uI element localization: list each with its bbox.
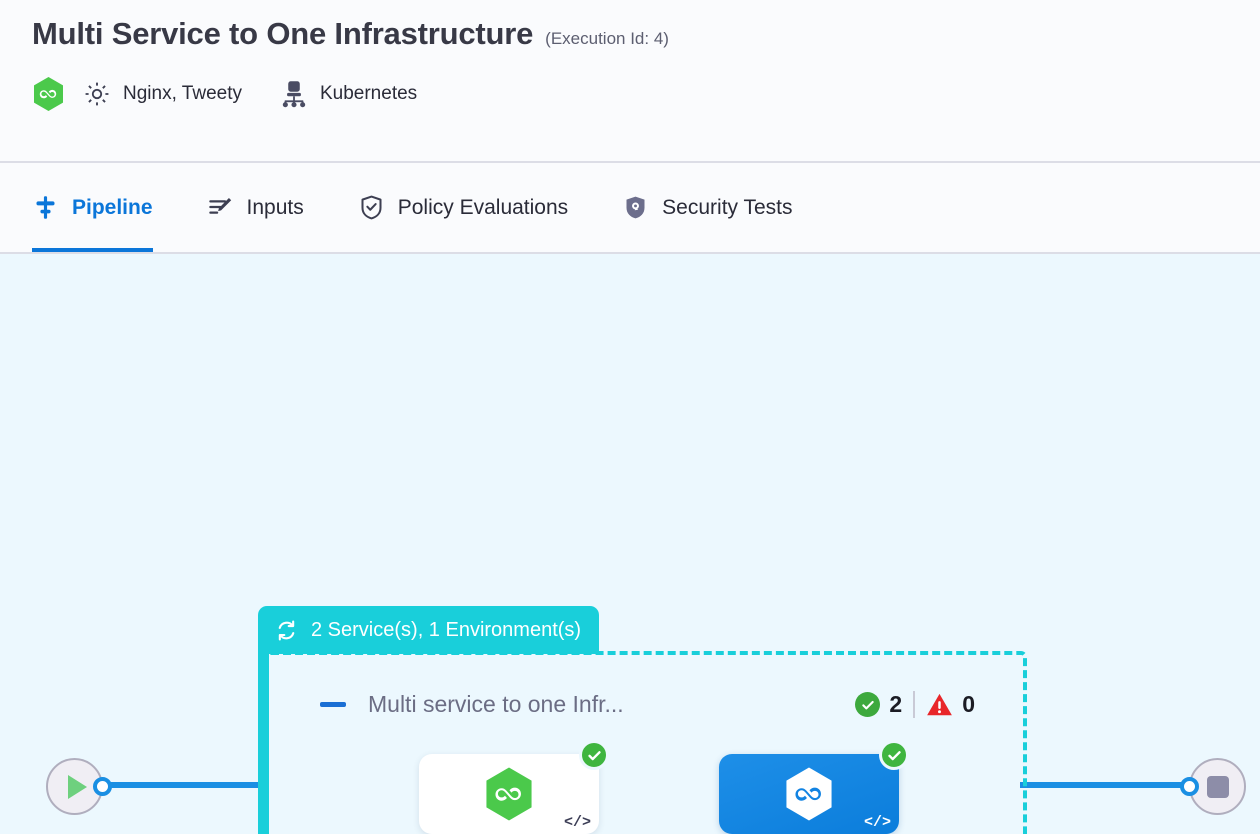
stage-group-body <box>265 651 1027 834</box>
pipeline-start-node[interactable] <box>46 758 103 815</box>
service-card-column: </> (Tweety, {"__uuid":... <box>709 740 909 834</box>
pipeline-icon <box>32 194 59 221</box>
tab-policy-evaluations-label: Policy Evaluations <box>397 195 569 219</box>
stage-header-pill[interactable]: 2 Service(s), 1 Environment(s) <box>258 606 600 654</box>
check-circle-icon <box>855 692 881 717</box>
tab-security-tests-label: Security Tests <box>662 195 793 219</box>
pipeline-canvas[interactable]: 2 Service(s), 1 Environment(s) Multi ser… <box>0 254 1260 834</box>
stage-title: Multi service to one Infr... <box>368 691 624 717</box>
services-meta: Nginx, Tweety <box>83 80 242 108</box>
server-rack-icon <box>280 79 308 109</box>
service-card-nginx[interactable]: </> <box>419 740 609 834</box>
count-divider <box>913 691 916 718</box>
infrastructure-meta: Kubernetes <box>280 79 417 109</box>
check-circle-icon <box>579 740 609 770</box>
tab-pipeline-label: Pipeline <box>72 195 153 219</box>
meta-row: Nginx, Tweety Kubernetes <box>32 76 1260 112</box>
error-count-group: 0 <box>926 691 975 718</box>
connector-line-end <box>1020 782 1186 788</box>
tab-inputs-label: Inputs <box>246 195 304 219</box>
service-card-tweety[interactable]: </> <box>719 740 909 834</box>
page-title: Multi Service to One Infrastructure <box>32 16 534 51</box>
tab-security-tests[interactable]: Security Tests <box>622 163 818 252</box>
warning-triangle-icon <box>926 692 953 717</box>
tab-inputs[interactable]: Inputs <box>207 163 330 252</box>
hexagon-infinity-logo-icon <box>32 76 65 112</box>
page-header: Multi Service to One Infrastructure (Exe… <box>0 0 1260 163</box>
service-card-column: </> (Nginx): Multi service to one... <box>409 740 609 834</box>
title-row: Multi Service to One Infrastructure (Exe… <box>32 16 1260 52</box>
gear-icon <box>83 80 111 108</box>
infrastructure-label: Kubernetes <box>319 83 418 104</box>
stop-icon <box>1206 775 1229 798</box>
shield-check-icon <box>358 194 385 221</box>
tab-pipeline[interactable]: Pipeline <box>32 163 179 252</box>
stage-title-row: Multi service to one Infr... 2 <box>320 691 975 718</box>
check-circle-icon <box>879 740 909 770</box>
success-count-group: 2 <box>855 691 902 718</box>
hexagon-infinity-icon <box>786 767 832 821</box>
error-count: 0 <box>962 691 975 717</box>
tab-policy-evaluations[interactable]: Policy Evaluations <box>358 163 594 252</box>
connector-dot-end[interactable] <box>1180 777 1199 796</box>
connector-dot-start[interactable] <box>93 777 112 796</box>
tab-bar: Pipeline Inputs Policy Evaluations <box>0 163 1260 254</box>
minus-icon[interactable] <box>320 702 346 707</box>
stage-pill-label: 2 Service(s), 1 Environment(s) <box>311 618 582 641</box>
edit-lines-icon <box>207 194 234 221</box>
success-count: 2 <box>889 691 903 717</box>
execution-id: (Execution Id: 4) <box>545 29 669 48</box>
code-brackets-icon[interactable]: </> <box>863 814 891 831</box>
hexagon-infinity-icon <box>486 767 532 821</box>
stage-counts: 2 0 <box>855 691 975 718</box>
loop-repeat-icon <box>274 618 299 643</box>
shield-lock-icon <box>622 194 649 221</box>
play-icon <box>67 774 87 799</box>
code-brackets-icon[interactable]: </> <box>563 814 591 831</box>
connector-line-start <box>110 782 265 788</box>
services-label: Nginx, Tweety <box>123 83 242 104</box>
stage-left-accent-bar <box>258 650 269 834</box>
